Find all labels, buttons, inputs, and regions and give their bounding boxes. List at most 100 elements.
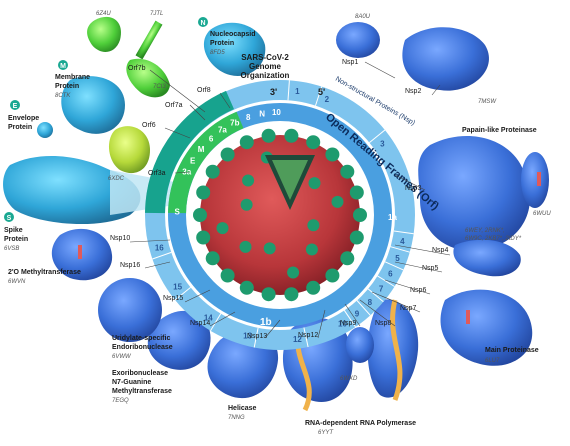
nsp-ring-number: 15 [173,283,182,292]
nsp10-label: Nsp10 [110,235,130,242]
structural-segment-label: 6 [209,135,214,144]
envelope-badge-letter: E [13,103,18,110]
nsp3-pdb-line2: 6W9C, 2KB7*, 2IDY* [465,236,522,242]
virus-spike [261,128,276,143]
ring-divider [369,129,386,143]
nsp5-helix [466,310,470,324]
nsp16-pdb: 6WVN [8,279,26,285]
nsp-ring-number: 9 [355,310,360,319]
orf7a-pdb: 7CI3 [153,84,166,90]
structural-segment-label: 10 [272,108,281,117]
nsp3-secondary-structure [521,152,549,208]
virus-spike [239,280,254,295]
nsp15-label: Nsp15 [163,295,183,302]
ring-divider [393,230,414,235]
middle-ring [168,103,392,327]
virus-spike [349,230,364,245]
nsp1-label: Nsp1 [342,59,358,66]
nsp4-structure [453,239,521,277]
center-title: SARS-CoV-2 Genome Organization [241,53,290,80]
nsp-ring-number: 5 [395,254,400,263]
nucleocapsid-badge [198,17,208,27]
virus-spike [308,177,321,190]
ring-1b-label: 1b [260,317,272,328]
nsp15-structure [98,278,162,342]
ring-divider [377,275,395,287]
virus-particle [200,135,360,295]
nsp1-structure [336,22,380,58]
structural-segment-label: 8 [246,113,251,122]
virus-spike [239,240,252,253]
nsp2-structure [402,27,489,91]
virus-spike [305,243,318,256]
virus-spike [193,208,207,222]
membrane-structure [61,76,125,134]
membrane-pdb: 8CTK [55,93,71,99]
nsp3-label: Nsp3 [405,185,421,192]
nsp15-pdb: 6VWW [112,354,132,360]
nsp13-pdb: 7NNG [228,415,245,421]
virus-spike [196,230,211,245]
outer-ring [145,80,415,350]
nsp-ring-number: 16 [155,243,164,252]
ring-dividers [152,80,414,348]
nsp12-partner-structure [367,299,419,398]
envelope-structure [37,122,53,138]
virus-spike [263,242,276,255]
center-title-line3: Organization [241,71,290,80]
nsp14-title-1: Exoribonuclease [112,370,168,377]
structural-segment-label: 7b [230,118,239,127]
ring-divider [287,80,290,101]
virus-spike [239,135,254,150]
virus-spike [196,185,211,200]
center-title-line2: Genome [249,62,282,71]
virus-spike [240,198,253,211]
structural-segment-label: M [198,145,205,154]
spike-title-1: Spike [4,227,23,234]
orf7b-pdb: 7JTL [150,11,163,17]
nsp-ring-number: 14 [204,313,213,322]
ring-divider [367,288,384,303]
virus-spike [242,174,255,187]
orf3a-structure [108,126,150,174]
orf3a-pdb: 6XDC [108,176,125,182]
ring-divider [303,327,309,348]
virus-spike [261,287,276,302]
leader-lines [129,61,451,339]
nsp9-structure [346,327,374,363]
virus-spike [216,222,229,235]
nsp16-title: 2'O Methyltransferase [8,269,81,276]
nsp3-helix [537,172,541,186]
nsp5-label: Nsp5 [422,265,438,272]
nsp5-pdb: 6LU7 [485,358,500,364]
nsp16-label: Nsp16 [120,262,140,269]
virus-spike [205,164,220,179]
nsp-ring-number: 6 [388,270,393,279]
virus-spike [340,251,355,266]
nsp15-title-2: Endoribonuclease [112,344,173,351]
spike-title-2: Protein [4,236,28,243]
nsp-ring-number: 12 [293,335,302,344]
nsp-ring-number: 1 [295,87,300,96]
nsp5-structure [440,289,533,366]
spike-structure [3,155,141,225]
virus-spike [287,266,300,279]
membrane-title-2: Protein [55,83,79,90]
nsp7-label: Nsp7 [400,305,416,312]
virus-spike [353,208,367,222]
envelope-badge [10,100,20,110]
center-title-line1: SARS-CoV-2 [241,53,289,62]
nsp13-title: Helicase [228,405,257,412]
nsp-ring-number: 4 [400,237,405,246]
nsp9-pdb: 6WXD [340,376,358,382]
structural-segment-label: N [259,110,265,119]
orf6-label: Orf6 [142,122,156,129]
nsp3-title: Papain-like Proteinase [462,127,537,134]
ring-divider [390,246,410,253]
ring-divider [174,287,191,301]
orf8-structure [87,16,121,52]
nucleocapsid-title-1: Nucleocapsid [210,31,256,38]
nsp9-label: Nsp9 [340,320,356,327]
